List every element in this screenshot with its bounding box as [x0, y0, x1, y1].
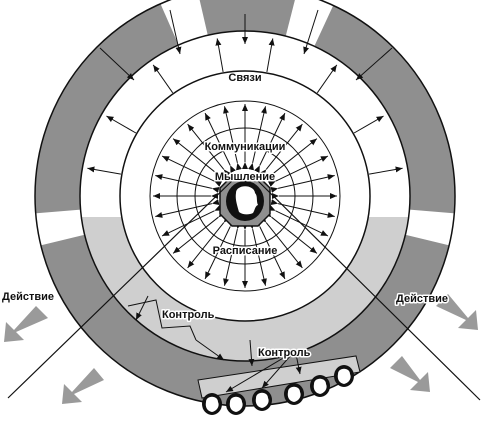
control-left-label: Контроль — [162, 309, 215, 321]
band-arrow — [266, 38, 275, 72]
action-right-label: Действие — [396, 293, 448, 305]
radial-arrow — [270, 174, 335, 193]
band-arrow — [215, 38, 224, 72]
control-bottom-connector — [225, 339, 302, 393]
action-arrow-right-icon — [436, 294, 478, 330]
thinking-label: Мышление — [215, 171, 275, 183]
head-silhouette-icon — [226, 181, 264, 221]
labels: Связи Коммуникации Коммуникации Мышление… — [1, 72, 450, 361]
action-left-label-halo: Действие — [2, 291, 54, 303]
action-arrow-left-icon — [4, 306, 48, 342]
control-bar — [197, 355, 361, 415]
outer-inward-arrows — [99, 9, 393, 81]
control-bottom-label: Контроль — [258, 347, 311, 359]
radial-arrow — [155, 199, 220, 218]
face-icon — [202, 393, 222, 415]
band-outward-arrows — [87, 38, 403, 175]
face-icon — [284, 383, 304, 405]
control-bottom-label-halo: Контроль — [258, 347, 311, 359]
band-arrow — [353, 115, 384, 134]
face-icon — [310, 375, 330, 397]
communications-label-halo: Коммуникации — [205, 141, 286, 153]
links-label: Связи — [228, 72, 261, 84]
core-radial-arrows — [153, 104, 337, 288]
radial-arrow — [223, 106, 242, 171]
band-arrow — [106, 115, 137, 134]
control-left-connector — [127, 295, 225, 361]
communications-label: Коммуникации — [205, 141, 286, 153]
action-arrow-left-low-icon — [62, 368, 104, 404]
band-arrow — [152, 64, 174, 94]
face-icon — [334, 365, 354, 387]
schedule-label: Расписание — [213, 245, 278, 257]
action-arrows — [4, 294, 478, 404]
action-right-label-halo: Действие — [396, 293, 448, 305]
people-row — [202, 365, 354, 415]
thinking-label-halo: Мышление — [215, 171, 275, 183]
band-arrow — [369, 166, 403, 175]
center-emblem — [219, 175, 271, 227]
action-arrow-right-low-icon — [390, 356, 430, 392]
schedule-label-halo: Расписание — [213, 245, 278, 257]
band-arrow — [87, 166, 121, 175]
band-arrow — [316, 64, 338, 94]
control-left-label-halo: Контроль — [162, 309, 215, 321]
action-lines — [7, 177, 481, 401]
radial-arrow — [248, 221, 267, 286]
face-icon — [252, 389, 272, 411]
face-icon — [226, 393, 246, 415]
action-left-label: Действие — [2, 291, 54, 303]
